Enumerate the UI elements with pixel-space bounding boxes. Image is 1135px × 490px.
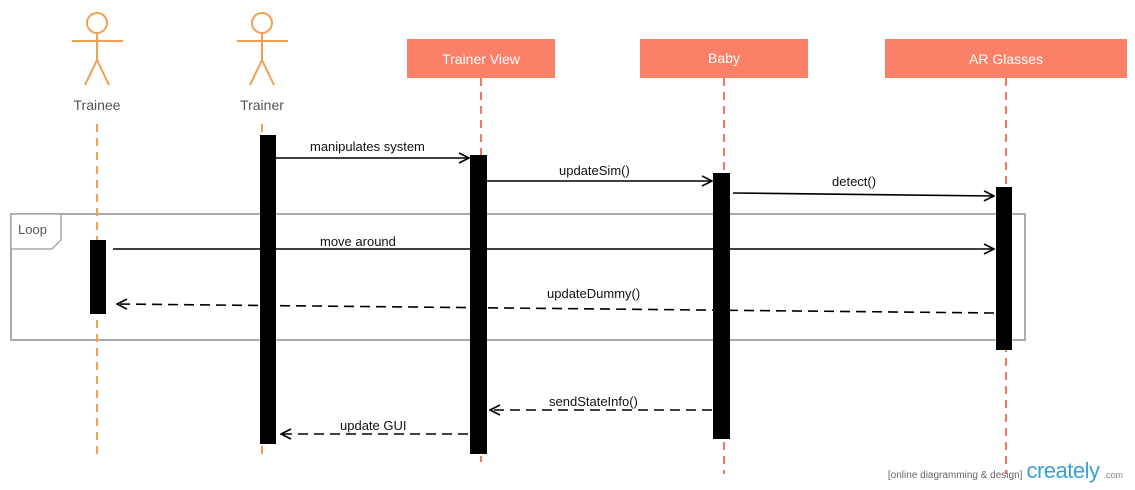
actor-trainee-icon: [72, 12, 123, 86]
object-trainer-view-box: [407, 39, 555, 78]
actor-trainer: Trainer: [237, 12, 288, 458]
watermark-domain: .com: [1103, 470, 1123, 480]
message-label: updateDummy(): [547, 286, 640, 301]
creately-watermark: [online diagramming & design] creately .…: [888, 458, 1123, 484]
message-label: detect(): [832, 174, 876, 189]
message-label: sendStateInfo(): [549, 394, 638, 409]
message-manipulates-system: manipulates system: [276, 139, 469, 158]
actor-trainee: Trainee: [72, 12, 123, 458]
activation-baby: [713, 173, 730, 439]
message-update-gui: update GUI: [281, 418, 468, 434]
object-trainer-view: Trainer View: [407, 39, 555, 462]
message-detect: detect(): [732, 174, 994, 196]
actor-trainee-label: Trainee: [74, 97, 121, 113]
message-send-state-info: sendStateInfo(): [490, 394, 712, 410]
loop-label: Loop: [18, 222, 47, 237]
object-trainer-view-label: Trainer View: [442, 51, 521, 67]
object-baby-box: [640, 39, 808, 78]
object-baby-label: Baby: [708, 50, 740, 66]
activation-trainee: [90, 240, 106, 314]
loop-fragment: Loop: [10, 213, 1026, 341]
object-ar-glasses-box: [885, 39, 1127, 78]
actor-trainer-label: Trainer: [240, 97, 284, 113]
message-label: move around: [320, 234, 396, 249]
object-ar-glasses-label: AR Glasses: [969, 51, 1043, 67]
message-label: manipulates system: [310, 139, 425, 154]
watermark-tagline: [online diagramming & design]: [887, 470, 1023, 481]
message-update-sim: updateSim(): [487, 163, 712, 181]
creately-logo: creately: [1026, 458, 1100, 483]
message-move-around: move around: [113, 234, 994, 249]
activation-trainer: [260, 135, 276, 444]
message-label: update GUI: [340, 418, 407, 433]
actor-trainer-icon: [237, 12, 288, 86]
activation-trainer-view: [470, 155, 487, 454]
message-update-dummy: updateDummy(): [117, 286, 995, 314]
activation-ar-glasses: [996, 187, 1012, 350]
message-label: updateSim(): [559, 163, 630, 178]
object-baby: Baby: [640, 39, 808, 474]
